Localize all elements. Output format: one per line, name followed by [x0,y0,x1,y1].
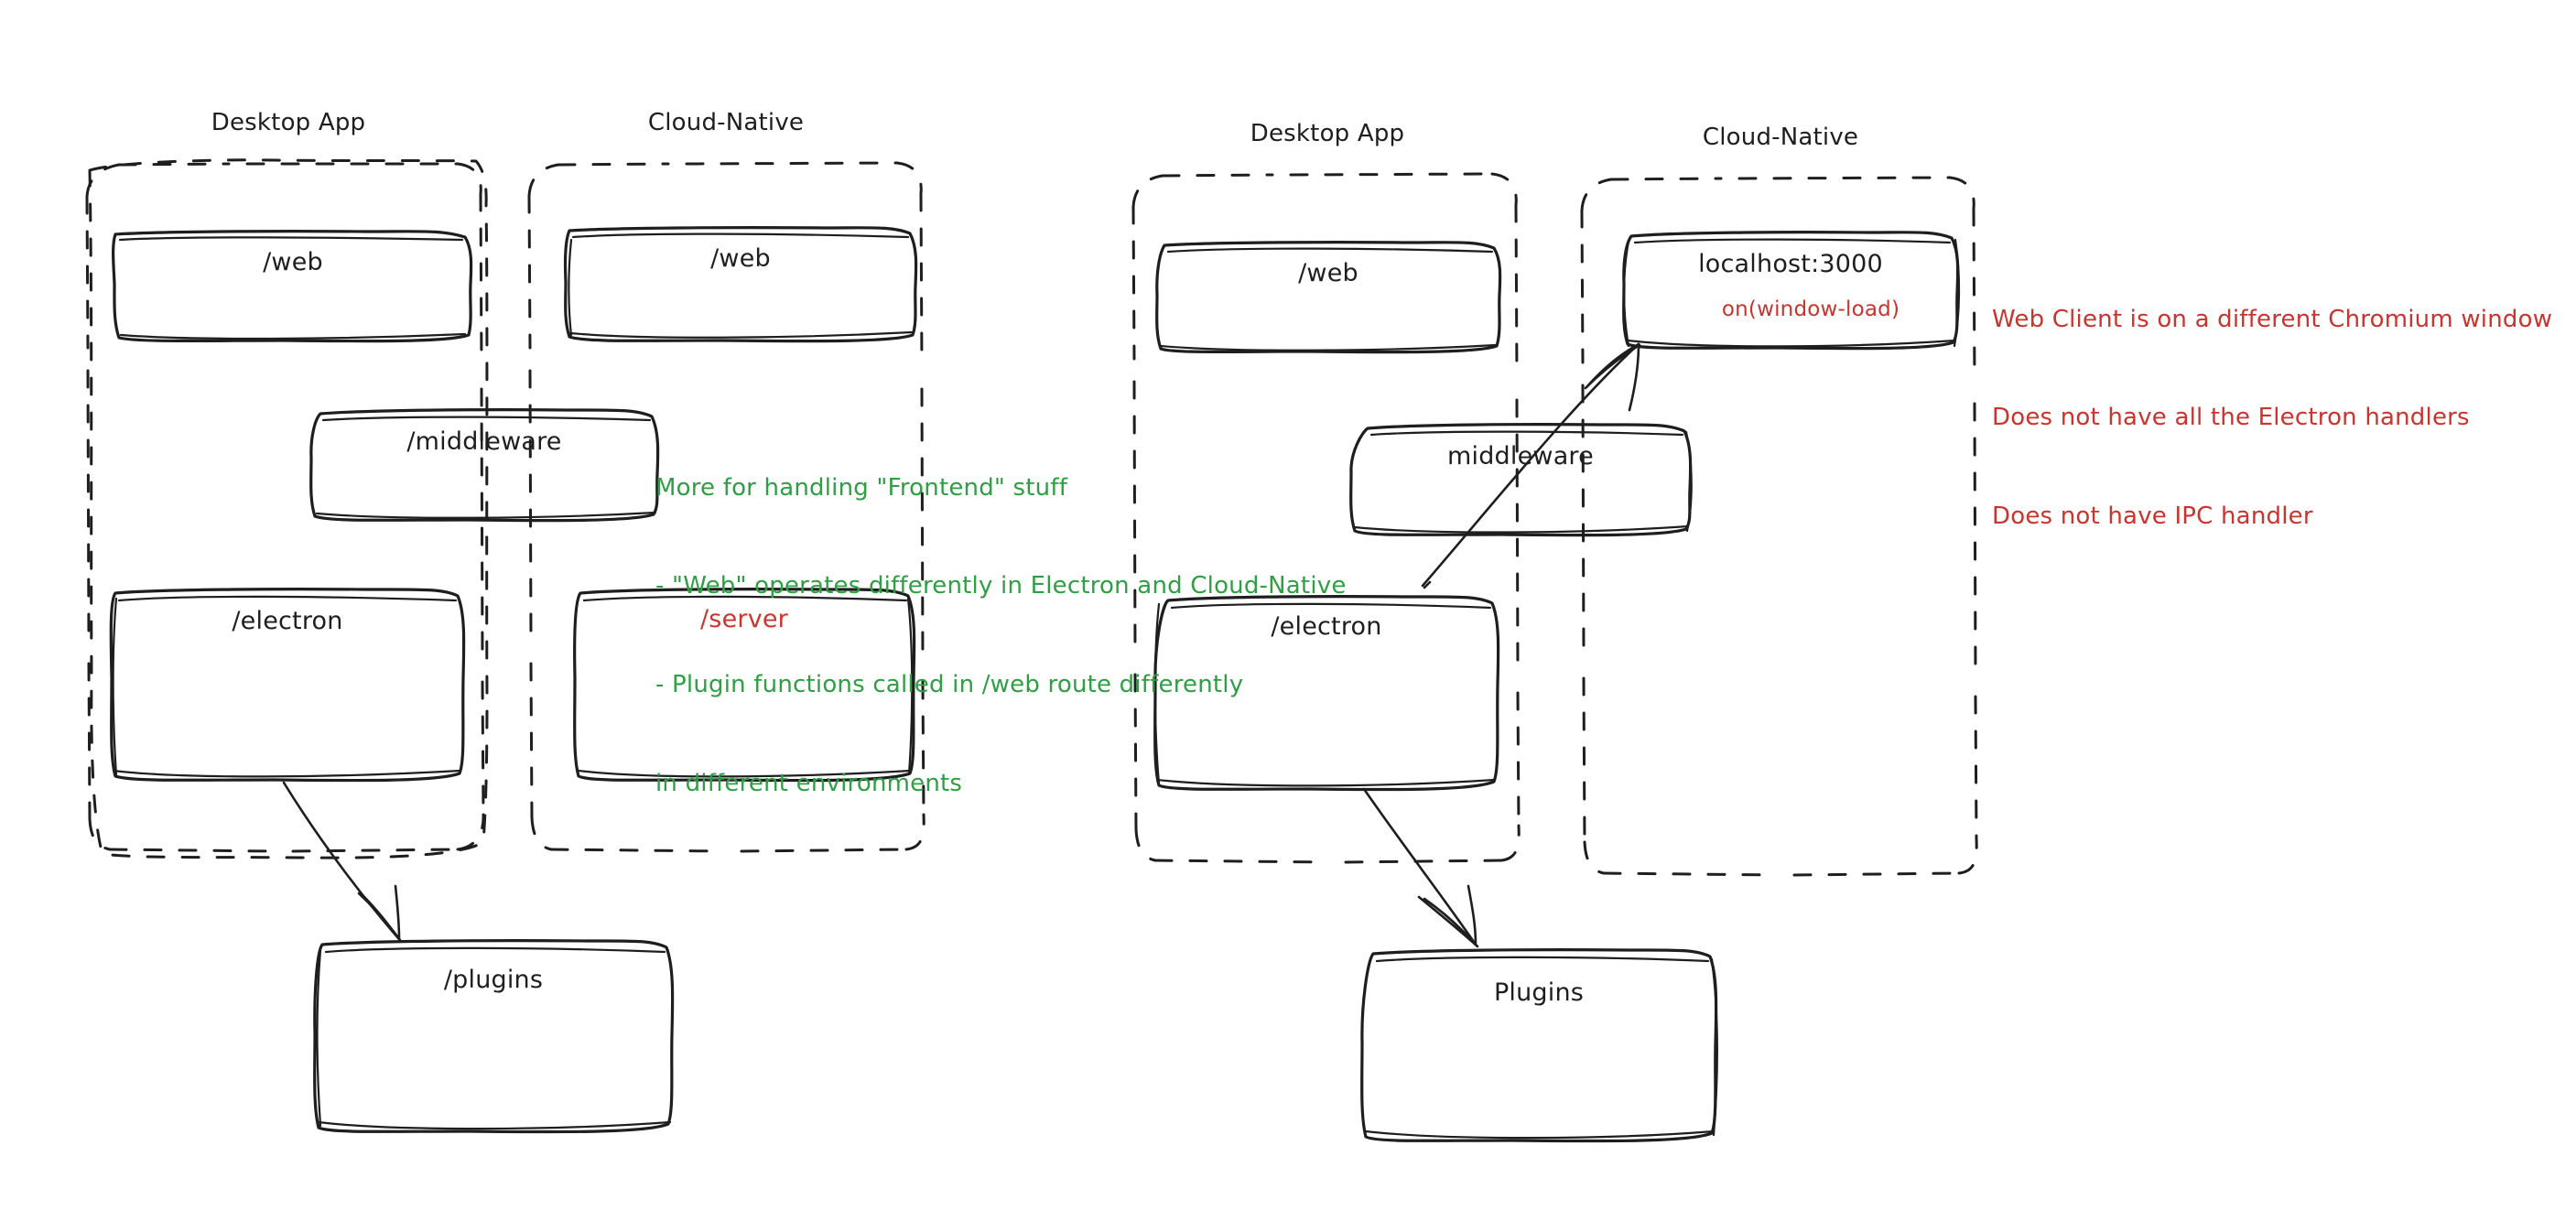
annotation-green-note: More for handling "Frontend" stuff - "We… [655,406,1347,866]
group-title-right-desktop: Desktop App [1250,120,1405,147]
box-label-right-localhost[interactable]: localhost:3000 [1698,250,1883,278]
box-label-left-plugins[interactable]: /plugins [443,966,544,994]
box-label-left-cloud-server[interactable]: /server [700,605,788,633]
arrow-left-electron-to-plugins [282,781,402,942]
box-label-right-plugins[interactable]: Plugins [1493,978,1585,1007]
box-label-left-cloud-web[interactable]: /web [710,244,771,273]
box-sublabel-right-localhost-on-window-load: on(window-load) [1721,297,1900,321]
box-label-left-desktop-web[interactable]: /web [263,248,323,276]
box-label-left-middleware[interactable]: /middleware [406,427,562,456]
annotation-green-line-2: - "Web" operates differently in Electron… [655,572,1347,600]
box-label-right-middleware[interactable]: middleware [1447,442,1594,470]
annotation-red-note: Web Client is on a different Chromium wi… [1992,238,2552,600]
annotation-red-line-3: Does not have IPC handler [1992,503,2313,530]
group-title-left-desktop: Desktop App [211,109,366,136]
box-label-right-desktop-electron[interactable]: /electron [1271,612,1382,641]
box-label-right-desktop-web[interactable]: /web [1298,259,1358,287]
box-label-left-desktop-electron[interactable]: /electron [232,607,343,635]
annotation-green-line-1: More for handling "Frontend" stuff [655,473,1068,502]
annotation-green-line-3: - Plugin functions called in /web route … [655,671,1244,698]
annotation-red-line-1: Web Client is on a different Chromium wi… [1992,305,2553,333]
arrow-right-electron-to-plugins [1362,787,1479,948]
group-title-right-cloud: Cloud-Native [1702,124,1859,151]
annotation-red-line-2: Does not have all the Electron handlers [1992,404,2470,432]
annotation-green-line-4: in different environments [655,769,963,797]
group-title-left-cloud: Cloud-Native [647,109,805,136]
